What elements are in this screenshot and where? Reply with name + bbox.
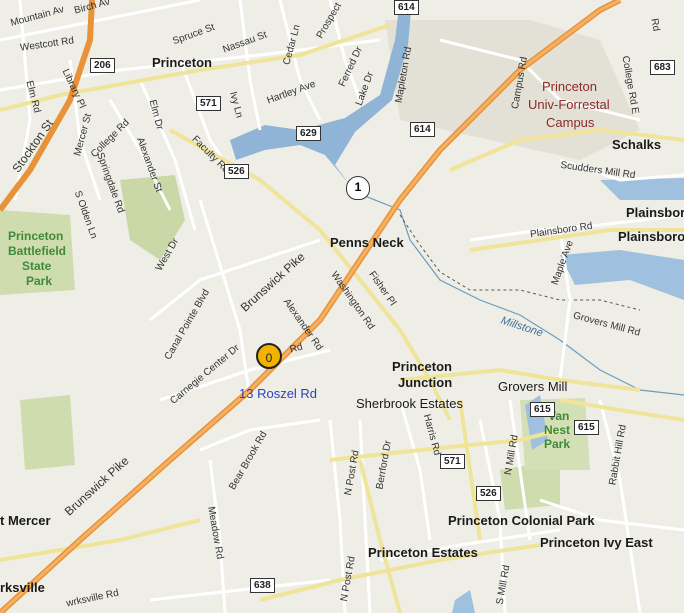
lake-east	[560, 250, 684, 300]
campus-label-line1: Princeton	[542, 79, 597, 94]
campus-area	[385, 20, 640, 160]
place-west-windsor-mercer: t Mercer	[0, 513, 51, 528]
road-north-east: Rd	[648, 17, 662, 33]
location-marker-address[interactable]: 13 Roszel Rd	[239, 386, 318, 401]
place-lawrenceville: rksville	[0, 580, 45, 595]
place-sherbrook-estates: Sherbrook Estates	[356, 396, 463, 411]
us1-center	[0, 0, 621, 613]
place-princeton-ivy-east: Princeton Ivy East	[540, 535, 653, 550]
shield-526-south: 526	[476, 486, 501, 501]
pond-plainsboro	[600, 178, 684, 200]
campus-label-line2: Univ-Forrestal	[528, 97, 610, 112]
place-grovers-mill: Grovers Mill	[498, 379, 568, 394]
park-van-nest-line3: Park	[544, 437, 571, 451]
place-princeton-junction-line1: Princeton	[392, 359, 452, 374]
park-battlefield-line4: Park	[26, 274, 53, 288]
park-area-south	[500, 460, 560, 510]
park-area-north	[120, 175, 185, 260]
place-penns-neck: Penns Neck	[330, 235, 404, 250]
park-battlefield-line1: Princeton	[8, 229, 64, 243]
place-schalks: Schalks	[612, 137, 662, 152]
boundary-line	[399, 214, 641, 311]
place-princeton: Princeton	[152, 55, 212, 70]
park-van-nest-line2: Nest	[544, 423, 571, 437]
place-princeton-colonial-park: Princeton Colonial Park	[448, 513, 595, 528]
shield-614-east: 614	[410, 122, 435, 137]
place-princeton-junction-line2: Junction	[398, 375, 453, 390]
park-battlefield-line3: State	[22, 259, 52, 273]
shield-629: 629	[296, 126, 321, 141]
pond-south	[452, 590, 475, 613]
shield-683: 683	[650, 60, 675, 75]
shield-615-east: 615	[574, 420, 599, 435]
place-princeton-estates: Princeton Estates	[368, 545, 478, 560]
place-plainsboro-1: Plainsboro	[626, 205, 684, 220]
shield-206: 206	[90, 58, 115, 73]
shield-614-north: 614	[394, 0, 419, 15]
park-area-battlefield	[0, 210, 75, 295]
park-battlefield-line2: Battlefield	[8, 244, 67, 258]
location-marker[interactable]: 0	[256, 343, 282, 369]
shield-571-north: 571	[196, 96, 221, 111]
shield-638: 638	[250, 578, 275, 593]
lake-carnegie	[230, 0, 412, 185]
shield-us-1: 1	[346, 176, 370, 200]
campus-label-line3: Campus	[546, 115, 595, 130]
collector-roads	[0, 23, 684, 613]
millstone-river	[349, 189, 684, 396]
place-plainsboro-2: Plainsboro	[618, 229, 684, 244]
shield-615-west: 615	[530, 402, 555, 417]
shield-526-north: 526	[224, 164, 249, 179]
shield-571-south: 571	[440, 454, 465, 469]
park-area-west	[20, 395, 75, 470]
